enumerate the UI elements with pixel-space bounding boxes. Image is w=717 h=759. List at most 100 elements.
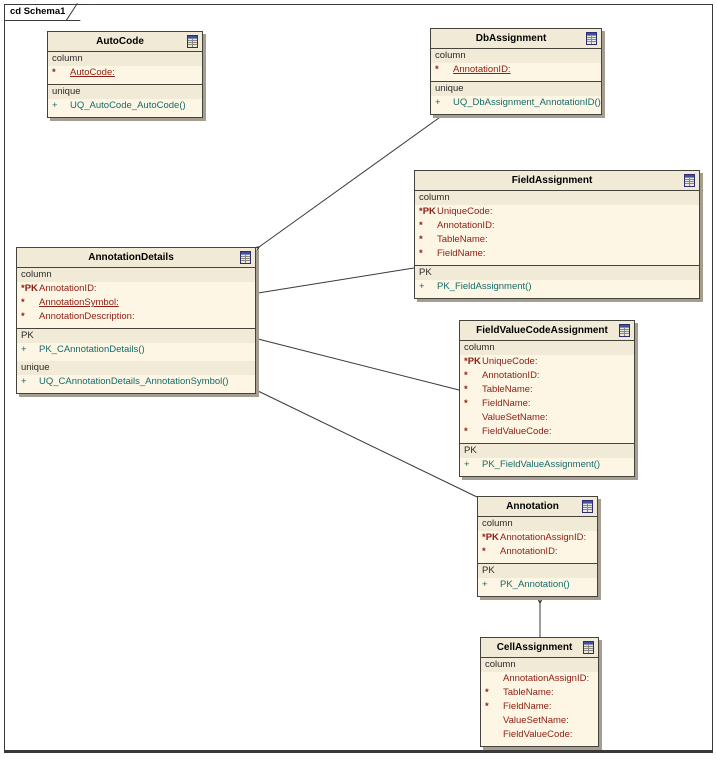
method-name: UQ_CAnnotationDetails_AnnotationSymbol()	[39, 376, 229, 387]
section-label: unique	[17, 361, 255, 375]
section-label: column	[481, 658, 598, 672]
field-row: ValueSetName:	[481, 714, 598, 728]
row-marker: +	[482, 579, 488, 590]
field-name: ValueSetName:	[482, 412, 548, 423]
entity-title: Annotation	[506, 501, 559, 512]
section-pk: PK+PK_CAnnotationDetails()	[17, 328, 255, 361]
section-column: column*AutoCode:	[48, 52, 202, 84]
entity-header[interactable]: CellAssignment	[481, 638, 598, 658]
row-marker: +	[21, 376, 27, 387]
entity-header[interactable]: FieldAssignment	[415, 171, 699, 191]
row-marker: *PK	[21, 283, 38, 294]
section-pk: PK+ PK_FieldValueAssignment()	[460, 443, 634, 476]
row-marker: *	[464, 426, 468, 437]
row-marker: +	[464, 459, 470, 470]
method-row: + UQ_AutoCode_AutoCode()	[48, 99, 202, 113]
row-marker: *	[419, 234, 423, 245]
row-marker: *PK	[464, 356, 481, 367]
section-label: unique	[48, 85, 202, 99]
section-label: PK	[478, 564, 597, 578]
section-column: column*AnnotationID:	[431, 49, 601, 81]
connector-annotation-to-annotationdetails	[258, 391, 478, 498]
row-marker: *	[21, 311, 25, 322]
field-name: ValueSetName:	[503, 715, 569, 726]
field-row: *FieldName:	[415, 247, 699, 261]
field-name: FieldValueCode:	[503, 729, 573, 740]
method-name: UQ_DbAssignment_AnnotationID()	[453, 97, 601, 108]
field-row: *FieldValueCode:	[460, 425, 634, 439]
frame-tab-label: cd Schema1	[10, 6, 66, 17]
row-marker	[481, 714, 503, 728]
field-name: AnnotationID:	[453, 64, 511, 75]
method-name: PK_FieldValueAssignment()	[482, 459, 601, 470]
section-label: PK	[17, 329, 255, 343]
row-marker: +	[435, 97, 441, 108]
section-unique: unique+ UQ_DbAssignment_AnnotationID()	[431, 81, 601, 114]
entity-header[interactable]: DbAssignment	[431, 29, 601, 49]
entity-header[interactable]: Annotation	[478, 497, 597, 517]
row-marker: *PK	[419, 206, 436, 217]
entity-header[interactable]: FieldValueCodeAssignment	[460, 321, 634, 341]
field-name: AnnotationDescription:	[39, 311, 135, 322]
section-label: column	[478, 517, 597, 531]
section-label: PK	[460, 444, 634, 458]
entity-header[interactable]: AnnotationDetails	[17, 248, 255, 268]
section-label: unique	[431, 82, 601, 96]
field-name: TableName:	[503, 687, 554, 698]
row-marker: +	[419, 281, 425, 292]
field-row: AnnotationAssignID:	[481, 672, 598, 686]
field-name: AnnotationAssignID:	[500, 532, 587, 543]
section-label: column	[48, 52, 202, 66]
field-row: * AnnotationID:	[431, 63, 601, 77]
method-row: + PK_Annotation()	[478, 578, 597, 592]
section-label: column	[460, 341, 634, 355]
row-marker: *	[464, 370, 468, 381]
row-marker: *	[419, 248, 423, 259]
field-row: *TableName:	[481, 686, 598, 700]
field-name: TableName:	[437, 234, 488, 245]
field-row: *AnnotationID:	[478, 545, 597, 559]
section-label: column	[17, 268, 255, 282]
row-marker: *	[419, 220, 423, 231]
method-name: PK_Annotation()	[500, 579, 570, 590]
connector-dbassignment-to-annotationdetails	[259, 114, 444, 247]
row-marker: *	[464, 398, 468, 409]
field-row: *AutoCode:	[48, 66, 202, 80]
field-name: TableName:	[482, 384, 533, 395]
entity-header[interactable]: AutoCode	[48, 32, 202, 52]
field-name: AnnotationAssignID:	[503, 673, 590, 684]
section-unique: unique+ UQ_CAnnotationDetails_AnnotationS…	[17, 361, 255, 393]
field-name: AnnotationID:	[39, 283, 97, 294]
row-marker: *	[435, 64, 439, 75]
field-row: * AnnotationSymbol:	[17, 296, 255, 310]
row-marker: *	[21, 297, 25, 308]
row-marker: +	[52, 100, 58, 111]
method-name: UQ_AutoCode_AutoCode()	[70, 100, 186, 111]
row-marker	[481, 672, 503, 686]
field-name: AnnotationID:	[482, 370, 540, 381]
field-name: AnnotationSymbol:	[39, 297, 119, 308]
field-row: *FieldName:	[481, 700, 598, 714]
entity-title: CellAssignment	[496, 642, 573, 653]
row-marker: *	[482, 546, 486, 557]
connector-fieldvaluecodeassignment-to-annotationdetails	[258, 339, 460, 391]
row-marker: +	[21, 344, 27, 355]
field-row: * AnnotationDescription:	[17, 310, 255, 324]
entity-title: AutoCode	[96, 36, 144, 47]
